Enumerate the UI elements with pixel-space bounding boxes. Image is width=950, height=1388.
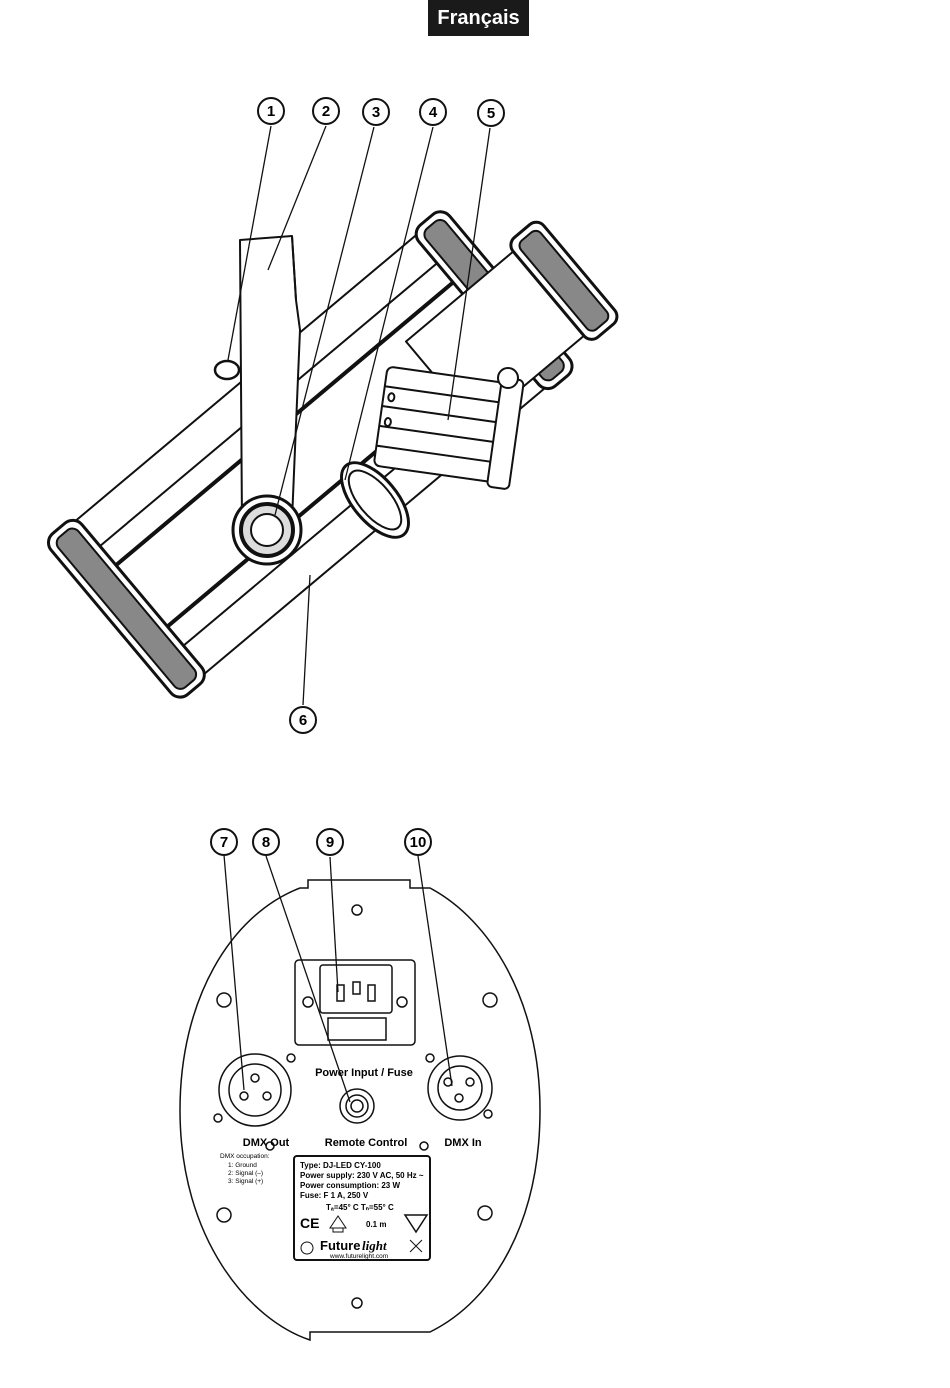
led-spot-illustration [44, 207, 621, 702]
callout-10: 10 [405, 829, 431, 855]
svg-text:10: 10 [410, 834, 427, 851]
svg-text:7: 7 [220, 834, 228, 851]
svg-text:3: Signal (+): 3: Signal (+) [228, 1178, 263, 1185]
svg-text:0.1 m: 0.1 m [366, 1220, 386, 1229]
callouts-bottom: 7 8 9 10 [211, 829, 431, 855]
svg-text:3: 3 [372, 104, 380, 121]
remote-control-label: Remote Control [325, 1137, 408, 1149]
callout-4: 4 [420, 99, 446, 125]
svg-text:9: 9 [326, 834, 334, 851]
callout-1: 1 [258, 98, 284, 124]
brand-future: Future [320, 1238, 360, 1253]
svg-text:2: 2 [322, 103, 330, 120]
svg-text:2: Signal (–): 2: Signal (–) [228, 1170, 263, 1177]
callout-7: 7 [211, 829, 237, 855]
svg-text:5: 5 [487, 105, 495, 122]
svg-text:1: 1 [267, 103, 275, 120]
dmx-in-label: DMX In [444, 1137, 482, 1149]
rear-panel [180, 880, 540, 1340]
manual-icon [301, 1242, 313, 1254]
callout-5: 5 [478, 100, 504, 126]
ce-mark: CE [300, 1215, 319, 1231]
type-plate: Type: DJ-LED CY-100 Power supply: 230 V … [300, 1161, 427, 1260]
brand-light: light [362, 1238, 387, 1253]
svg-text:Tₐ=45° C Tₙ=55° C: Tₐ=45° C Tₙ=55° C [326, 1203, 394, 1212]
indoor-use-icon [330, 1216, 346, 1232]
svg-text:6: 6 [299, 712, 307, 729]
dmx-occupation-note: DMX occupation: 1: Ground 2: Signal (–) … [220, 1153, 270, 1185]
flammable-warning-icon [405, 1215, 427, 1232]
callout-8: 8 [253, 829, 279, 855]
callout-2: 2 [313, 98, 339, 124]
callout-3: 3 [363, 99, 389, 125]
dmx-out-label: DMX Out [243, 1137, 290, 1149]
svg-text:Power consumption: 23 W: Power consumption: 23 W [300, 1181, 400, 1190]
svg-text:Type: DJ-LED CY-100: Type: DJ-LED CY-100 [300, 1161, 381, 1170]
svg-text:Fuse: F 1 A, 250 V: Fuse: F 1 A, 250 V [300, 1191, 369, 1200]
power-input-label: Power Input / Fuse [315, 1067, 413, 1079]
svg-text:1: Ground: 1: Ground [228, 1162, 257, 1169]
svg-text:www.futurelight.com: www.futurelight.com [329, 1253, 388, 1260]
callout-6: 6 [290, 707, 316, 733]
svg-text:DMX occupation:: DMX occupation: [220, 1153, 270, 1160]
svg-text:4: 4 [429, 104, 438, 121]
svg-text:8: 8 [262, 834, 270, 851]
callout-9: 9 [317, 829, 343, 855]
svg-text:Power supply: 230 V AC, 50 Hz: Power supply: 230 V AC, 50 Hz ~ [300, 1171, 424, 1180]
weee-bin-icon [410, 1240, 422, 1252]
